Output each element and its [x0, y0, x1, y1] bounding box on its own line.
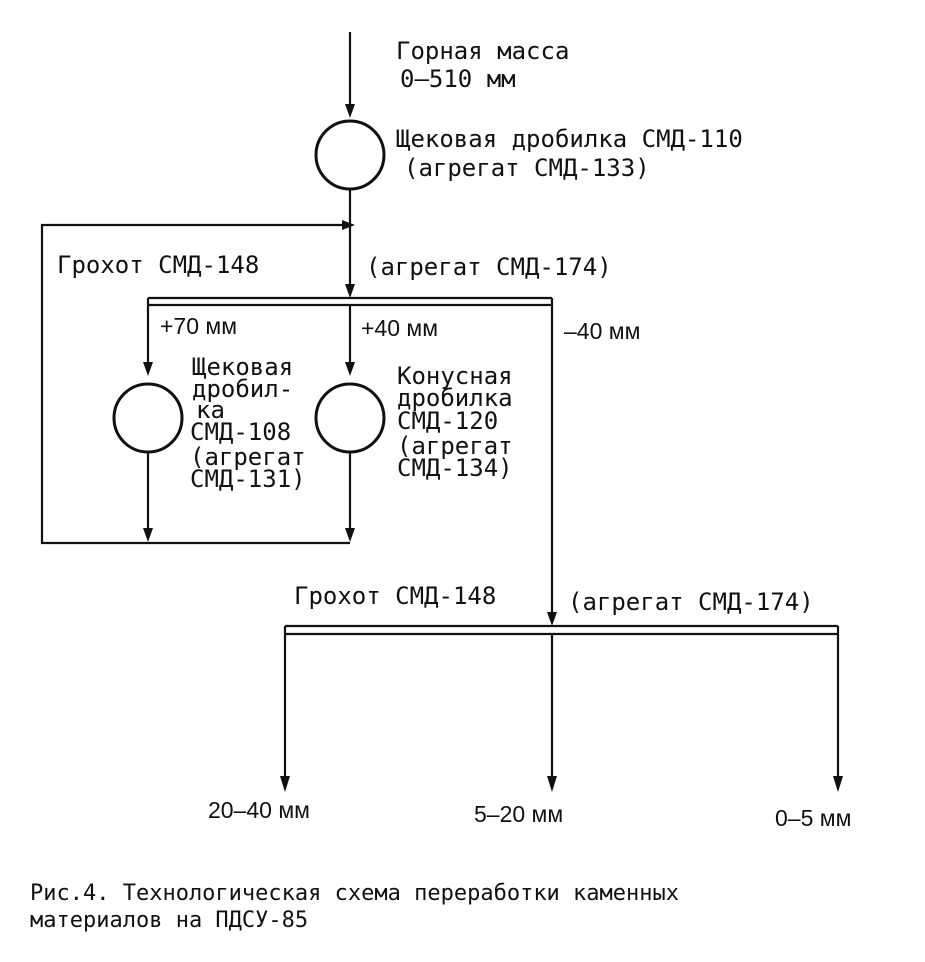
product-5-20: 5–20 мм: [474, 801, 564, 827]
jaw-crusher2-label-line1: Щековая: [192, 353, 294, 381]
cone-crusher-label-line3: СМД-120: [397, 407, 499, 435]
arrow-head: [342, 220, 355, 230]
fraction-plus70: +70 мм: [160, 313, 238, 339]
arrow-head: [345, 362, 355, 376]
cone-crusher-label-line5: СМД-134): [397, 454, 513, 482]
jaw-crusher2-label-line3: ка: [196, 396, 225, 424]
feed-label-line1: Горная масса: [396, 37, 570, 65]
primary-crusher-label-line2: (агрегат СМД-133): [404, 154, 650, 182]
cone-crusher-symbol: [314, 382, 386, 454]
jaw-crusher2-label-line6: СМД-131): [190, 465, 306, 493]
arrow-head: [143, 528, 153, 542]
screen2-unit: (агрегат СМД-174): [568, 588, 814, 616]
jaw-crusher2-symbol: [112, 382, 184, 454]
fraction-minus40: –40 мм: [564, 318, 641, 344]
jaw-crusher2-label-line5: (агрегат: [190, 443, 306, 471]
product-20-40: 20–40 мм: [208, 797, 310, 823]
primary-crusher-label-line1: Щековая дробилка СМД-110: [396, 125, 743, 153]
fraction-plus40: +40 мм: [361, 315, 439, 341]
arrow-head: [547, 612, 557, 626]
product-0-5: 0–5 мм: [775, 805, 852, 831]
arrow-head: [280, 776, 290, 792]
jaw-crusher2-label-line4: СМД-108: [190, 418, 292, 446]
cone-crusher-label-line2: дробилка: [397, 384, 513, 412]
arrow-head: [345, 104, 355, 118]
recirculation-loop: [40, 223, 350, 545]
figure-caption-line2: материалов на ПДСУ-85: [30, 908, 309, 933]
screen2-name: Грохот СМД-148: [294, 582, 497, 610]
screen1-unit: (агрегат СМД-174): [366, 253, 612, 281]
feed-label-line2: 0–510 мм: [400, 65, 516, 93]
cone-crusher-label-line4: (агрегат: [397, 432, 513, 460]
arrow-head: [547, 776, 557, 792]
arrow-head: [345, 528, 355, 542]
screen1-name: Грохот СМД-148: [57, 251, 260, 279]
jaw-crusher2-label-line2: дробил-: [192, 375, 294, 403]
arrow-head: [143, 362, 153, 376]
figure-caption-line1: Рис.4. Технологическая схема переработки…: [30, 881, 680, 906]
cone-crusher-label-line1: Конусная: [397, 362, 513, 390]
primary-crusher-symbol: [314, 119, 386, 191]
arrow-head: [345, 284, 355, 298]
arrow-head: [833, 776, 843, 792]
